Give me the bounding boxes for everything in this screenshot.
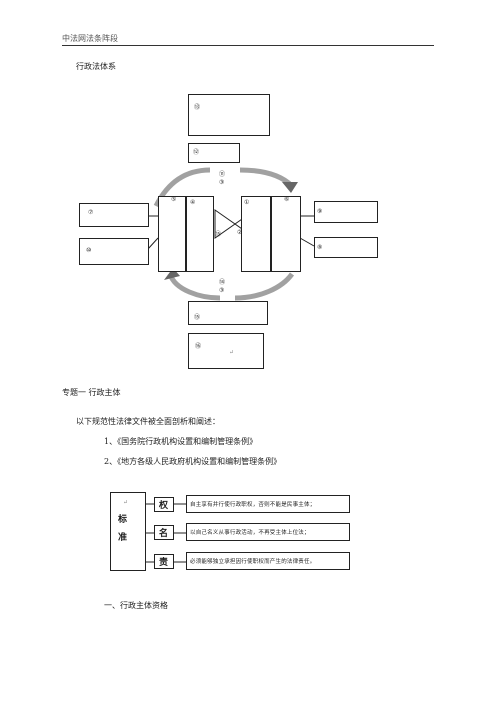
marker-13: ⑬ [194,104,201,111]
upper-right-arrowhead [282,182,298,193]
lower-right-curve [234,272,295,301]
box-8 [314,237,378,258]
box-13 [188,94,270,136]
standard-label-bottom: 准 [118,533,128,543]
marker-3-top: ③ [219,179,225,186]
standard-row-duty [186,552,350,570]
key-duty: 责 [159,558,169,568]
key-box-duty [154,554,174,569]
page-header: 中法网法条阵段 [62,34,118,43]
box-10 [79,238,149,265]
standard-row-power [186,495,350,513]
marker-7: ⑦ [88,209,94,216]
marker-12: ⑫ [193,149,200,156]
column-5 [158,196,186,272]
key-box-power [154,497,174,512]
box-16 [188,333,264,369]
lower-left-curve [167,272,221,301]
return-mark: ↵ [229,349,235,356]
marker-6: ⑥ [284,196,290,203]
standard-connectors [146,503,186,563]
marker-16: ⑯ [195,343,202,350]
marker-14: ⑭ [219,279,226,286]
standard-row-name [186,523,350,541]
marker-5: ⑤ [171,196,177,203]
key-power: 权 [159,501,169,511]
key-box-name [154,525,174,540]
box-15 [188,301,268,325]
topic-heading: 专题一 行政主体 [62,388,121,397]
marker-10: ⑩ [86,247,92,254]
standard-text-power: 自主享有并行使行政职权，否则不能是民事主体； [190,502,316,508]
marker-3-bottom: ③ [219,287,225,294]
marker-9: ⑨ [317,208,323,215]
standard-label-top: 标 [118,515,128,525]
column-4 [186,196,214,272]
marker-4: ④ [190,199,196,206]
center-bowtie [214,209,236,239]
box-9 [314,201,378,223]
standard-text-duty: 必须能够独立承担因行使职权而产生的法律责任。 [190,559,316,565]
list-item: 2、《地方各级人民政府机构设置和编制管理条例》 [104,457,282,466]
key-name: 名 [159,529,169,539]
marker-1: ① [244,199,250,206]
lower-left-arrowhead [164,268,180,280]
return-mark: ↵ [123,499,129,506]
standard-label-box [110,492,146,571]
marker-15-center: ⑮ [215,231,222,238]
list-item: 1、《国务院行政机构设置和编制管理条例》 [104,437,258,446]
marker-11: ⑪ [219,171,226,178]
marker-2-center: ② [237,229,243,236]
box-12 [188,143,240,163]
column-6 [271,196,301,272]
box-7 [79,203,149,227]
standard-text-name: 以自己名义从事行政活动，不再受主体上位法； [190,530,310,536]
column-1 [241,196,271,272]
doc-heading: 行政法体系 [76,62,116,71]
marker-15: ⑮ [194,314,201,321]
header-rule [62,45,434,46]
intro-text: 以下规范性法律文件被全面剖析和阐述： [76,417,220,426]
marker-8: ⑧ [317,244,323,251]
section-heading: 一、行政主体资格 [104,601,168,610]
